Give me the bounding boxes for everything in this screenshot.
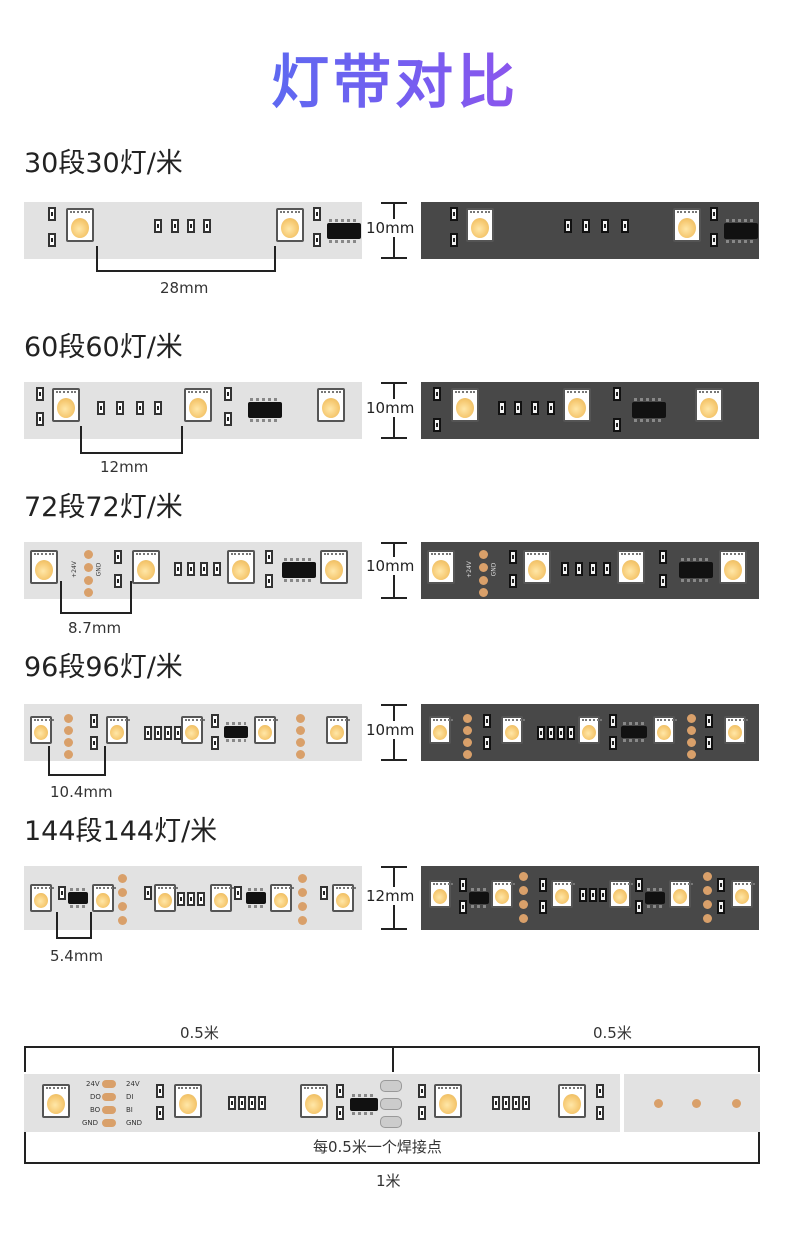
half-right-label: 0.5米: [593, 1024, 632, 1042]
strip-spliced-left: 24V DO BO GND 24V DI BI GND: [24, 1074, 620, 1132]
pad-label: DO: [90, 1093, 101, 1101]
strip-96-light: [24, 704, 362, 761]
solder-note: 每0.5米一个焊接点: [313, 1138, 442, 1156]
led-chip: [66, 208, 94, 242]
strip-72-dark: +24V GND: [421, 542, 759, 599]
pad-label: BO: [90, 1106, 101, 1114]
width-label-144: 12mm: [365, 887, 416, 905]
spacing-bracket: [56, 912, 92, 939]
width-label-60: 10mm: [365, 399, 416, 417]
pad-label: BI: [126, 1106, 133, 1114]
strip-spliced-right: [624, 1074, 760, 1132]
half-left-label: 0.5米: [180, 1024, 219, 1042]
pad-label: GND: [126, 1119, 143, 1127]
section-title-96: 96段96灯/米: [24, 652, 183, 683]
section-title-72: 72段72灯/米: [24, 492, 183, 523]
spacing-bracket: [96, 246, 276, 272]
pad-label: GND: [490, 562, 498, 577]
strip-96-dark: [421, 704, 759, 761]
strip-60-light: [24, 382, 362, 439]
section-title-60: 60段60灯/米: [24, 332, 183, 363]
width-label-96: 10mm: [365, 721, 416, 739]
pad-label: 24V: [126, 1080, 140, 1088]
page-title: 灯带对比: [0, 42, 790, 122]
strip-30-light: [24, 202, 362, 259]
spacing-bracket: [60, 581, 132, 614]
strip-60-dark: [421, 382, 759, 439]
strip-144-light: [24, 866, 362, 930]
pad-label: 24V: [86, 1080, 100, 1088]
pad-label: GND: [82, 1119, 99, 1127]
spacing-label-30: 28mm: [160, 279, 209, 297]
section-title-144: 144段144灯/米: [24, 816, 218, 847]
width-label-30: 10mm: [365, 219, 416, 237]
total-length-label: 1米: [376, 1172, 401, 1190]
strip-72-light: +24V GND: [24, 542, 362, 599]
spacing-label-72: 8.7mm: [68, 619, 122, 637]
spacing-bracket: [48, 746, 106, 776]
led-chip: [276, 208, 304, 242]
spacing-bracket: [80, 426, 183, 454]
pad-label: GND: [95, 562, 103, 577]
spacing-label-60: 12mm: [100, 458, 149, 476]
strip-30-dark: [421, 202, 759, 259]
pad-label: +24V: [465, 561, 473, 578]
spacing-label-96: 10.4mm: [50, 783, 113, 801]
bottom-dimension-line: [24, 1162, 760, 1164]
ic-chip: [327, 219, 361, 243]
section-title-30: 30段30灯/米: [24, 148, 183, 179]
width-label-72: 10mm: [365, 557, 416, 575]
pad-label: +24V: [70, 561, 78, 578]
spacing-label-144: 5.4mm: [50, 947, 104, 965]
pad-label: DI: [126, 1093, 134, 1101]
strip-144-dark: [421, 866, 759, 930]
